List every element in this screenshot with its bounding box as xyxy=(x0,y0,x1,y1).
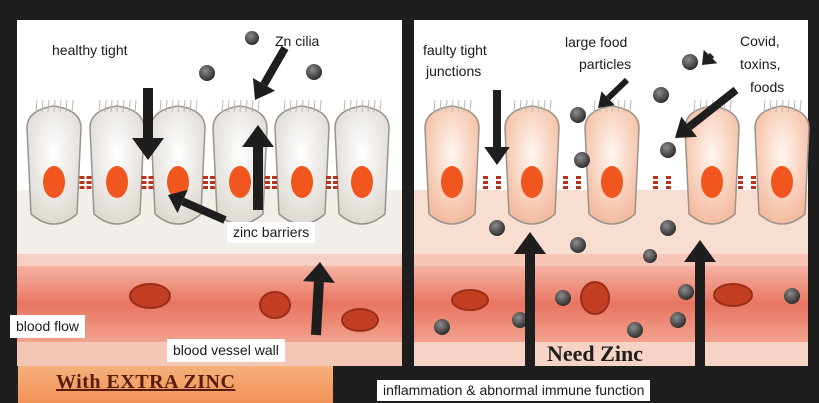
cell-body xyxy=(755,106,809,224)
virus-particle xyxy=(660,142,676,158)
epithelial-cell xyxy=(685,100,739,224)
large-food-label: large food xyxy=(565,34,627,51)
cell-nucleus xyxy=(521,166,543,198)
virus-particle xyxy=(574,152,590,168)
virus-particle xyxy=(570,237,586,253)
cell-nucleus xyxy=(601,166,623,198)
virus-particle xyxy=(678,284,694,300)
left-membrane xyxy=(17,254,402,266)
need-zinc-title: Need Zinc xyxy=(547,341,643,367)
cell-body xyxy=(27,106,81,224)
cell-nucleus xyxy=(701,166,723,198)
virus-particle xyxy=(245,31,259,45)
healthy-tight-label: healthy tight xyxy=(52,42,128,59)
virus-particle xyxy=(670,312,686,328)
faulty-junctions-label: junctions xyxy=(426,63,481,80)
cell-body xyxy=(335,106,389,224)
cell-body xyxy=(425,106,479,224)
virus-particle xyxy=(627,322,643,338)
zinc-barriers-label: zinc barriers xyxy=(227,222,315,243)
epithelial-cell xyxy=(335,100,389,224)
red-blood-cell xyxy=(260,292,290,318)
epithelial-cell xyxy=(585,100,639,224)
toxins-label: toxins, xyxy=(740,56,780,73)
cell-nucleus xyxy=(351,166,373,198)
red-blood-cell xyxy=(342,309,378,331)
cell-body xyxy=(90,106,144,224)
foods-label: foods xyxy=(750,79,784,96)
blood-vessel-wall-label: blood vessel wall xyxy=(167,339,285,362)
virus-particle xyxy=(660,220,676,236)
zn-cilia-label: Zn cilia xyxy=(275,33,319,50)
virus-particle xyxy=(784,288,800,304)
virus-particle xyxy=(643,249,657,263)
epithelial-cell xyxy=(425,100,479,224)
virus-particle xyxy=(555,290,571,306)
epithelial-cell xyxy=(275,100,329,224)
with-extra-zinc-banner: With EXTRA ZINC xyxy=(18,366,333,403)
cell-body xyxy=(585,106,639,224)
covid-label: Covid, xyxy=(740,33,780,50)
faulty-tight-label: faulty tight xyxy=(423,42,487,59)
virus-particle xyxy=(199,65,215,81)
cell-nucleus xyxy=(229,166,251,198)
epithelial-cell xyxy=(27,100,81,224)
right-membrane xyxy=(414,254,808,266)
red-blood-cell xyxy=(714,284,752,306)
particles-label: particles xyxy=(579,56,631,73)
with-extra-zinc-title: With EXTRA ZINC xyxy=(56,371,235,394)
cell-nucleus xyxy=(106,166,128,198)
virus-particle xyxy=(306,64,322,80)
cell-body xyxy=(505,106,559,224)
epithelial-cell xyxy=(755,100,809,224)
cell-nucleus xyxy=(291,166,313,198)
virus-particle xyxy=(682,54,698,70)
cell-nucleus xyxy=(441,166,463,198)
red-blood-cell xyxy=(581,282,609,314)
epithelial-cell xyxy=(505,100,559,224)
red-blood-cell xyxy=(452,290,488,310)
virus-particle xyxy=(434,319,450,335)
red-blood-cell xyxy=(130,284,170,308)
virus-particle xyxy=(653,87,669,103)
virus-particle xyxy=(570,107,586,123)
virus-particle xyxy=(489,220,505,236)
epithelial-cell xyxy=(90,100,144,224)
cell-nucleus xyxy=(43,166,65,198)
inflammation-label: inflammation & abnormal immune function xyxy=(377,380,650,401)
blood-flow-label: blood flow xyxy=(10,315,85,338)
cell-body xyxy=(275,106,329,224)
cell-nucleus xyxy=(771,166,793,198)
